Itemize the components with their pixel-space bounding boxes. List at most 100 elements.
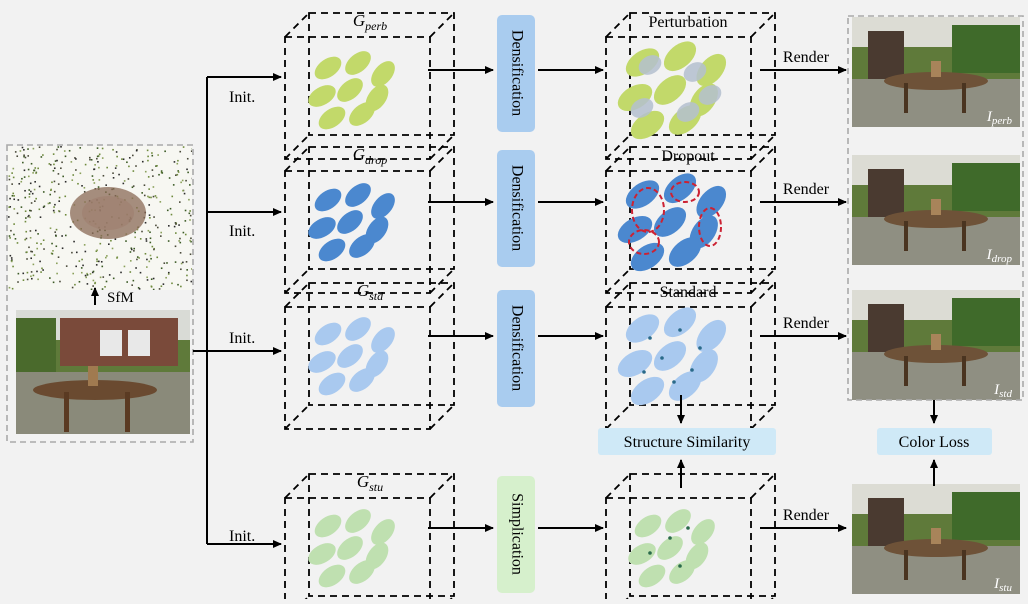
point-cloud-dot	[49, 163, 52, 166]
point-cloud-dot	[57, 146, 60, 148]
point-cloud-dot	[90, 288, 93, 290]
point-cloud-dot	[176, 173, 179, 176]
render-vase	[931, 528, 941, 544]
perturbation-noise	[698, 85, 722, 105]
stage-label: Densification	[508, 305, 525, 391]
point-cloud-dot	[8, 216, 10, 218]
gaussian-ellipse	[345, 183, 371, 207]
render-label-drop: Render	[783, 181, 830, 198]
point-cloud-dot	[53, 211, 56, 214]
point-cloud-dot	[72, 174, 75, 176]
gaussian-ellipse	[617, 215, 653, 244]
point-cloud-dot	[185, 179, 187, 182]
stage-box: Densification	[497, 150, 535, 267]
point-cloud-dot	[188, 198, 190, 201]
point-cloud-dot	[52, 209, 55, 212]
point-cloud-dot	[147, 176, 150, 178]
point-cloud-dot	[56, 148, 58, 151]
point-cloud-dot	[179, 241, 182, 244]
render-output-main: I	[993, 382, 1000, 398]
point-cloud-dot	[180, 285, 182, 288]
gaussian-ellipse	[337, 78, 363, 102]
point-cloud-dot	[34, 167, 37, 169]
point-cloud-dot	[37, 233, 39, 235]
point-cloud-dot	[26, 271, 29, 274]
render-output-main: I	[986, 109, 993, 125]
gaussian-ellipse	[663, 41, 697, 72]
render-table-leg	[904, 550, 908, 580]
augment-cube-perb	[605, 12, 776, 160]
point-cloud-dot	[141, 192, 143, 194]
point-cloud-dot	[53, 163, 55, 166]
gaussian-ellipse	[314, 56, 342, 80]
point-cloud-dot	[53, 206, 55, 208]
point-cloud-dot	[17, 281, 19, 283]
point-cloud-dot	[144, 252, 147, 255]
render-output-label: Istd	[993, 382, 1012, 400]
point-cloud-dot	[35, 197, 37, 200]
point-cloud-dot	[104, 286, 106, 288]
point-cloud-dot	[97, 160, 99, 163]
color-loss: Color Loss	[877, 428, 992, 455]
point-cloud-dot	[53, 190, 56, 193]
point-cloud-dot	[146, 149, 149, 152]
point-cloud-dot	[74, 157, 76, 159]
point-cloud-dot	[25, 237, 28, 240]
point-cloud-dot	[59, 280, 61, 283]
point-cloud-dot	[170, 213, 173, 216]
point-cloud-dot	[149, 237, 152, 240]
point-cloud-dot	[186, 279, 188, 282]
point-cloud-dot	[70, 161, 73, 163]
point-cloud-dot	[56, 272, 58, 275]
point-cloud-dot	[84, 163, 87, 166]
point-cloud-dot	[151, 152, 153, 154]
point-cloud-dot	[62, 175, 64, 178]
render-output-sub: drop	[992, 253, 1013, 265]
point-cloud-dot	[160, 170, 163, 172]
point-cloud-dot	[8, 206, 11, 208]
point-cloud-dot	[108, 274, 111, 276]
point-cloud-dot	[31, 192, 34, 195]
point-cloud-dot	[146, 266, 148, 268]
point-cloud-dot	[132, 279, 135, 282]
point-cloud-dot	[57, 183, 60, 185]
render-output-sub: std	[999, 388, 1012, 400]
point-cloud-dot	[166, 209, 169, 212]
render-vase	[931, 61, 941, 77]
point-cloud-dot	[28, 246, 30, 249]
point-cloud-dot	[60, 146, 62, 148]
point-cloud-dot	[166, 262, 168, 264]
model-gaussians-stu	[308, 509, 395, 588]
gaussian-ellipse	[308, 351, 336, 373]
point-cloud-dot	[9, 206, 12, 208]
point-cloud-dot	[31, 277, 33, 280]
point-cloud-dot	[34, 200, 36, 202]
point-cloud-dot	[10, 229, 12, 232]
point-cloud-dot	[38, 146, 41, 149]
point-cloud-dot	[65, 265, 68, 267]
render-label-perb: Render	[783, 49, 830, 66]
render-hedge	[952, 25, 1020, 73]
point-cloud-dot	[180, 268, 182, 271]
gaussian-ellipse	[625, 314, 660, 343]
point-cloud-dot	[81, 185, 83, 187]
point-cloud-dot	[61, 247, 64, 250]
point-cloud-dot	[111, 247, 114, 250]
point-cloud-dot	[39, 260, 41, 263]
point-cloud-dot	[158, 173, 160, 176]
render-output-label: Istu	[993, 576, 1012, 594]
point-cloud-dot	[106, 166, 108, 169]
point-cloud-dot	[160, 267, 163, 270]
point-cloud-dot	[182, 189, 184, 192]
point-cloud-dot	[131, 186, 134, 189]
point-cloud-dot	[11, 194, 14, 197]
point-cloud-dot	[179, 252, 182, 254]
point-cloud-dot	[13, 198, 16, 201]
point-cloud-dot	[136, 258, 138, 261]
point-cloud-dot	[191, 268, 192, 270]
init-label-stu: Init.	[229, 528, 255, 545]
point-cloud-dot	[71, 251, 73, 254]
point-cloud-dot	[42, 269, 44, 271]
point-cloud-dot	[29, 236, 32, 239]
